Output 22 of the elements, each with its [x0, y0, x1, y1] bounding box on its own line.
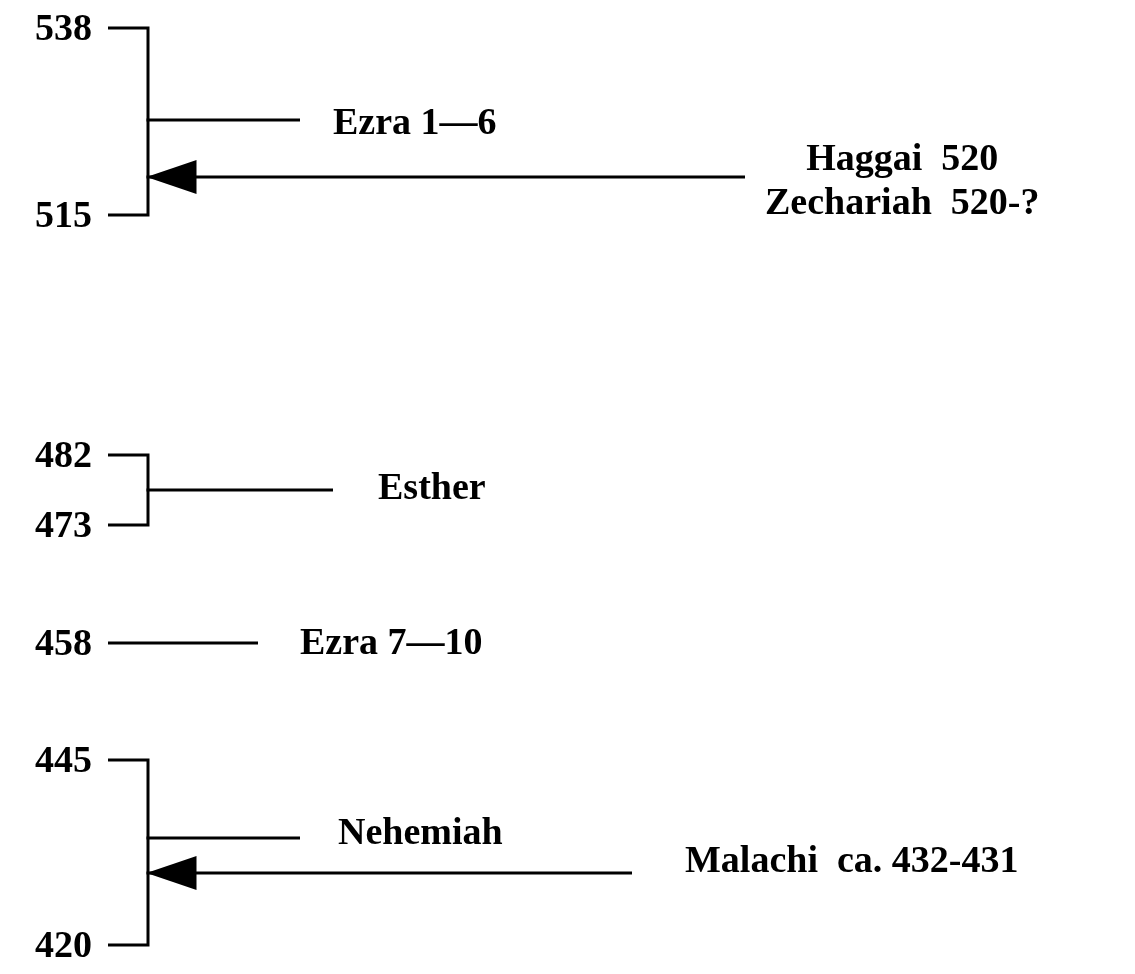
book-label: Ezra 1—6: [300, 100, 497, 144]
connector-line: [146, 836, 300, 840]
bracket: [108, 758, 150, 947]
year-label: 420: [35, 923, 92, 967]
book-label: Ezra 7—10: [258, 620, 483, 664]
year-label: 473: [35, 503, 92, 547]
year-label: 458: [35, 621, 92, 665]
book-label: Malachi ca. 432-431: [632, 838, 1019, 882]
connector-line: [146, 488, 333, 492]
connector-line: [108, 641, 258, 645]
year-label: 538: [35, 6, 92, 50]
book-label: Nehemiah: [300, 810, 503, 854]
bracket: [108, 453, 150, 527]
book-label: Esther: [333, 465, 486, 509]
year-label: 445: [35, 738, 92, 782]
arrow: [146, 856, 632, 890]
book-label: Haggai 520 Zechariah 520-?: [745, 136, 1040, 224]
year-label: 482: [35, 433, 92, 477]
year-label: 515: [35, 193, 92, 237]
bracket: [108, 26, 150, 217]
connector-line: [146, 118, 300, 122]
arrow: [146, 160, 745, 194]
